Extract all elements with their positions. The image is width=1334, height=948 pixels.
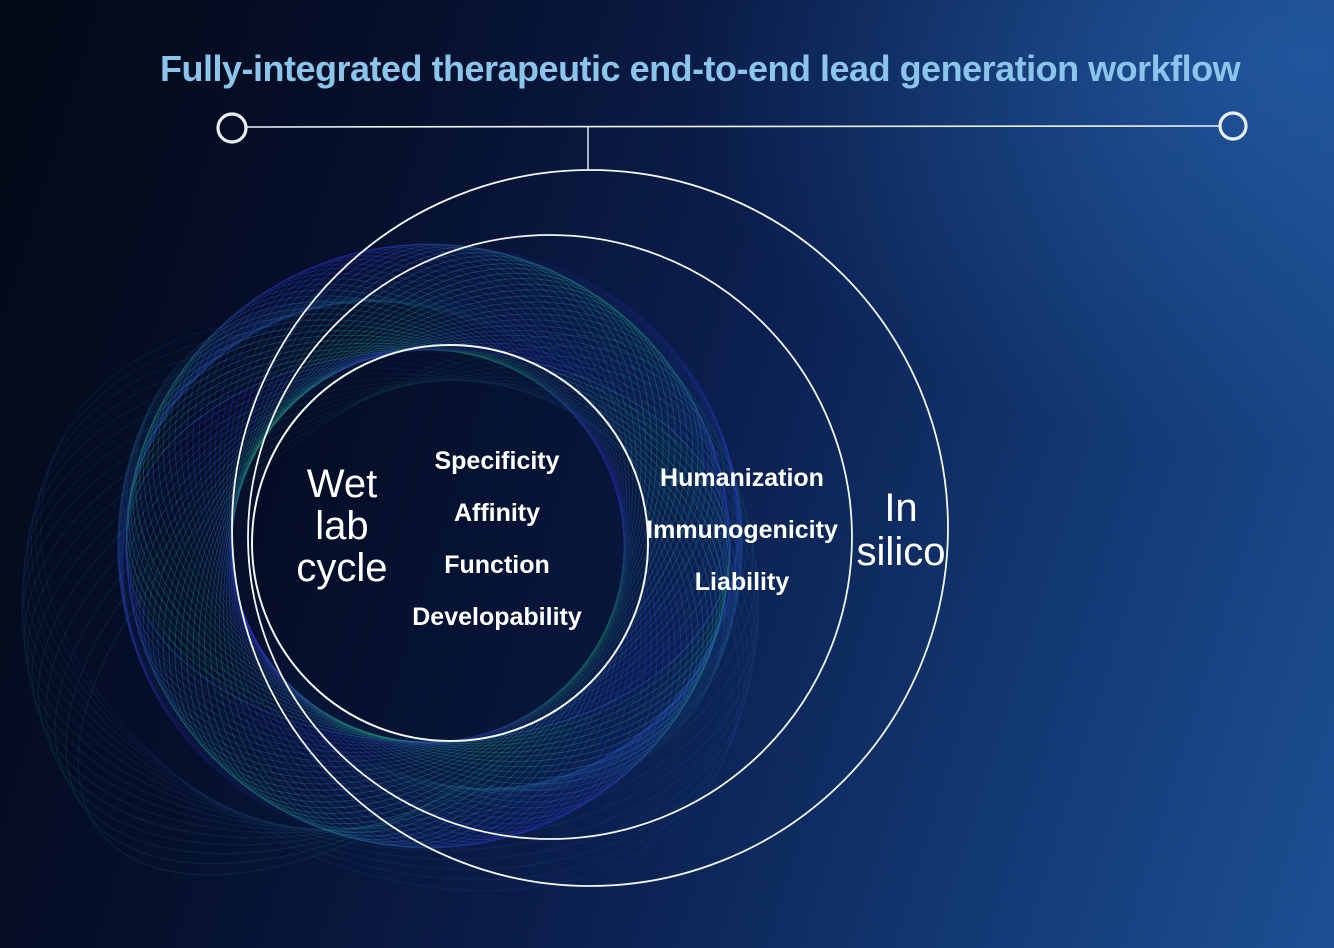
wet-lab-item-developability: Developability bbox=[412, 603, 582, 631]
overlap-item-humanization: Humanization bbox=[660, 464, 824, 492]
slide-title: Fully-integrated therapeutic end-to-end … bbox=[160, 48, 1241, 89]
middle-in-silico-circle bbox=[247, 234, 853, 840]
connector-right-ring-icon bbox=[1218, 111, 1248, 141]
wet-lab-item-function: Function bbox=[444, 551, 550, 579]
connector-group bbox=[216, 111, 1248, 171]
torus-art bbox=[21, 243, 759, 892]
wet-lab-item-specificity: Specificity bbox=[434, 447, 560, 475]
wet-lab-item-affinity: Affinity bbox=[453, 499, 541, 527]
venn-circles bbox=[231, 169, 949, 887]
connector-line bbox=[246, 125, 1220, 128]
connector-left-ring-icon bbox=[216, 112, 248, 144]
overlap-item-immunogenicity: Immunogenicity bbox=[646, 516, 838, 544]
wet-lab-cycle-label: Wet lab cycle bbox=[296, 462, 388, 590]
wet-lab-circle bbox=[251, 344, 649, 742]
outer-in-silico-circle bbox=[231, 169, 949, 887]
in-silico-label: In silico bbox=[856, 486, 946, 574]
overlap-item-liability: Liability bbox=[694, 568, 790, 596]
